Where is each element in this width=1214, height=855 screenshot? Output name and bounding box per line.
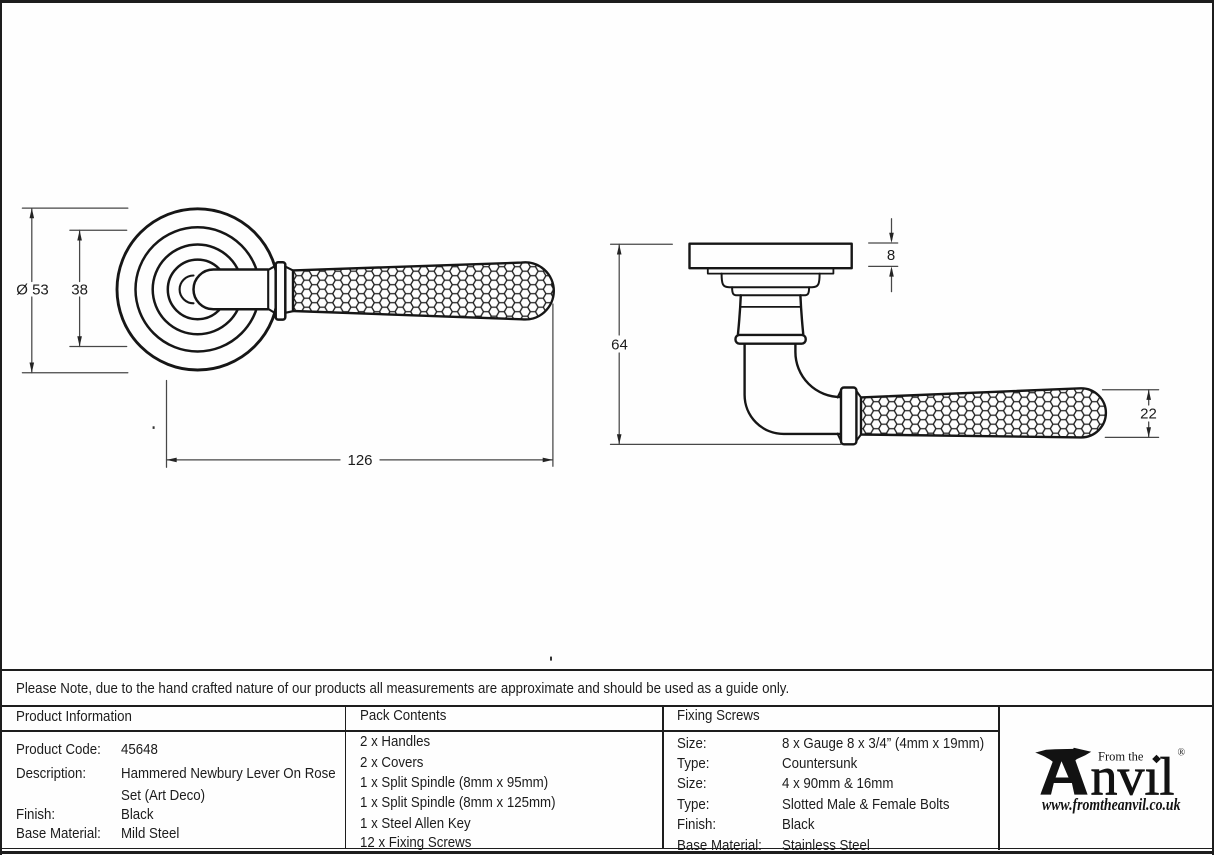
svg-text:nvıl: nvıl bbox=[1091, 746, 1175, 806]
svg-text:22: 22 bbox=[1140, 406, 1157, 423]
svg-text:64: 64 bbox=[611, 337, 628, 354]
svg-text:8: 8 bbox=[887, 247, 895, 264]
svg-text:38: 38 bbox=[71, 282, 88, 299]
svg-text:126: 126 bbox=[347, 452, 372, 469]
svg-text:From the: From the bbox=[1098, 749, 1144, 763]
svg-text:®: ® bbox=[1178, 748, 1186, 759]
svg-text:www.fromtheanvil.co.uk: www.fromtheanvil.co.uk bbox=[1042, 795, 1181, 814]
svg-text:Ø 53: Ø 53 bbox=[16, 282, 49, 299]
